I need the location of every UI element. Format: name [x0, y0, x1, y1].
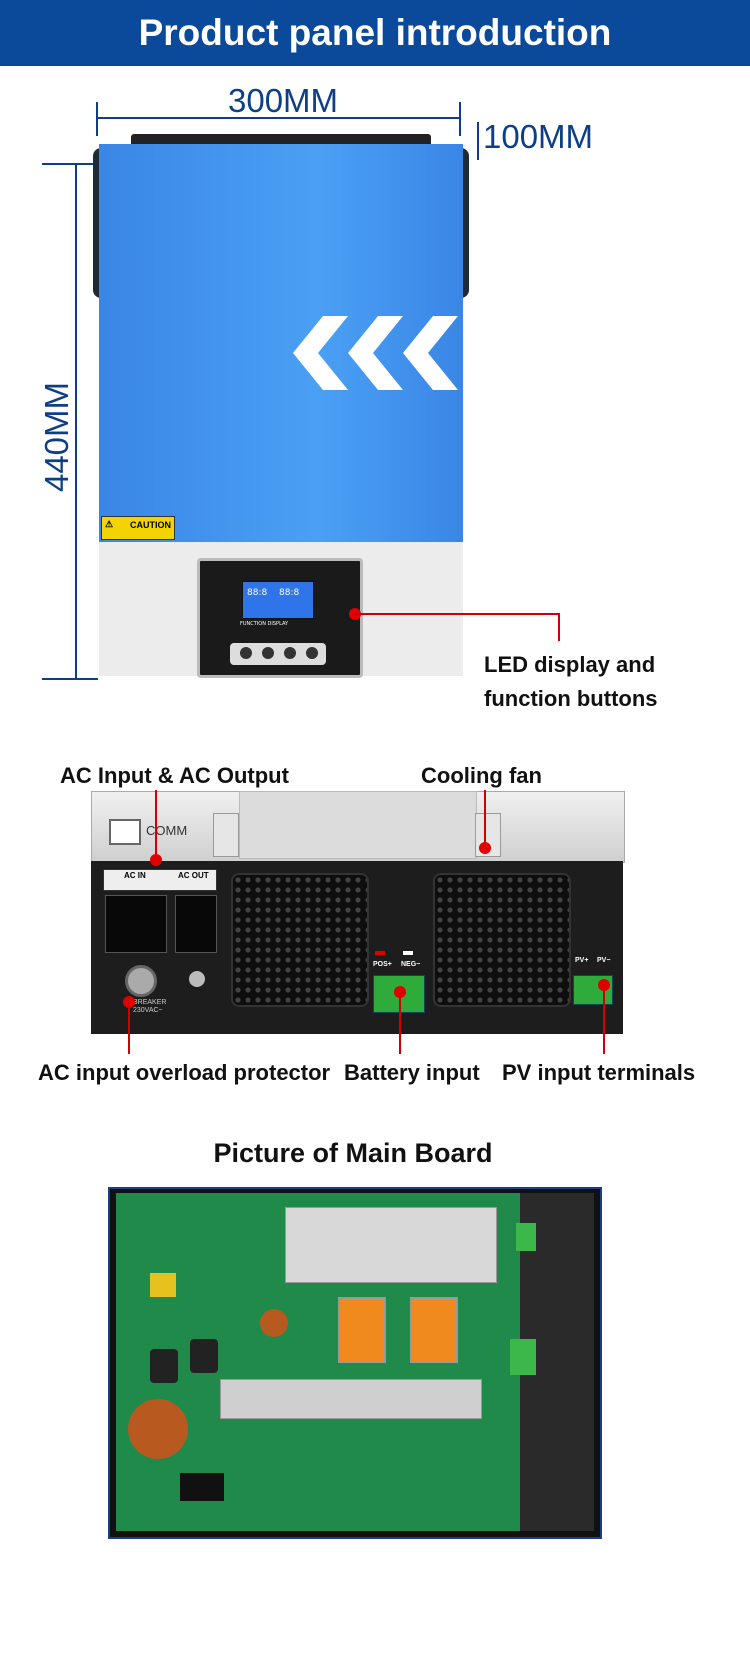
up-button[interactable]: [262, 647, 274, 659]
display-callout-line: [355, 613, 560, 615]
fan-callout-line: [484, 790, 486, 848]
ac-io-callout-dot: [150, 854, 162, 866]
page-title: Product panel introduction: [138, 12, 612, 53]
breaker-knob[interactable]: [125, 965, 157, 997]
pv-neg-text: PV−: [597, 957, 611, 964]
fan-callout-dot: [479, 842, 491, 854]
ground-screw: [189, 971, 205, 987]
height-dimension: 440MM: [38, 381, 75, 493]
comm-port: [109, 819, 141, 845]
display-callout-drop: [558, 613, 560, 641]
overload-callout-line: [128, 1002, 130, 1054]
esc-button[interactable]: [240, 647, 252, 659]
comm-text: COMM: [146, 823, 188, 838]
ac-out-terminals: [175, 895, 217, 953]
caution-label: ⚠ CAUTION: [101, 516, 175, 540]
battery-label: Battery input: [344, 1060, 480, 1085]
ac-out-text: AC OUT: [178, 871, 209, 880]
dimension-lines: [42, 102, 479, 680]
width-dimension: 300MM: [228, 82, 339, 119]
header-banner: [0, 0, 750, 66]
pv-label: PV input terminals: [502, 1060, 696, 1085]
ac-io-label: AC Input & AC Output: [60, 763, 289, 788]
inverter-front-image: ⚠ CAUTION 88:8 88:8 FUNCTION DISPLAY: [93, 134, 469, 684]
control-panel: 88:8 88:8 FUNCTION DISPLAY: [197, 558, 363, 678]
battery-callout-line: [399, 992, 401, 1054]
display-label-line1: LED display and: [484, 652, 656, 677]
pv-callout-line: [603, 985, 605, 1054]
display-label-line2: function buttons: [484, 686, 658, 711]
pos-text: POS+: [373, 961, 392, 968]
overload-label: AC input overload protector: [38, 1060, 331, 1085]
enter-button[interactable]: [306, 647, 318, 659]
depth-dimension: 100MM: [483, 118, 594, 155]
board-title: Picture of Main Board: [213, 1138, 493, 1168]
lcd-screen: 88:8 88:8: [242, 581, 314, 619]
function-display-text: FUNCTION DISPLAY: [240, 621, 289, 627]
fan-label: Cooling fan: [421, 763, 542, 788]
neg-text: NEG−: [401, 961, 421, 968]
down-button[interactable]: [284, 647, 296, 659]
cooling-fan-right: [433, 873, 571, 1007]
ac-io-callout-line: [155, 790, 157, 860]
pv-pos-text: PV+: [575, 957, 589, 964]
ac-in-terminals: [105, 895, 167, 953]
main-board-image: [108, 1187, 602, 1539]
ac-in-text: AC IN: [124, 871, 146, 880]
cooling-fan-left: [231, 873, 369, 1007]
